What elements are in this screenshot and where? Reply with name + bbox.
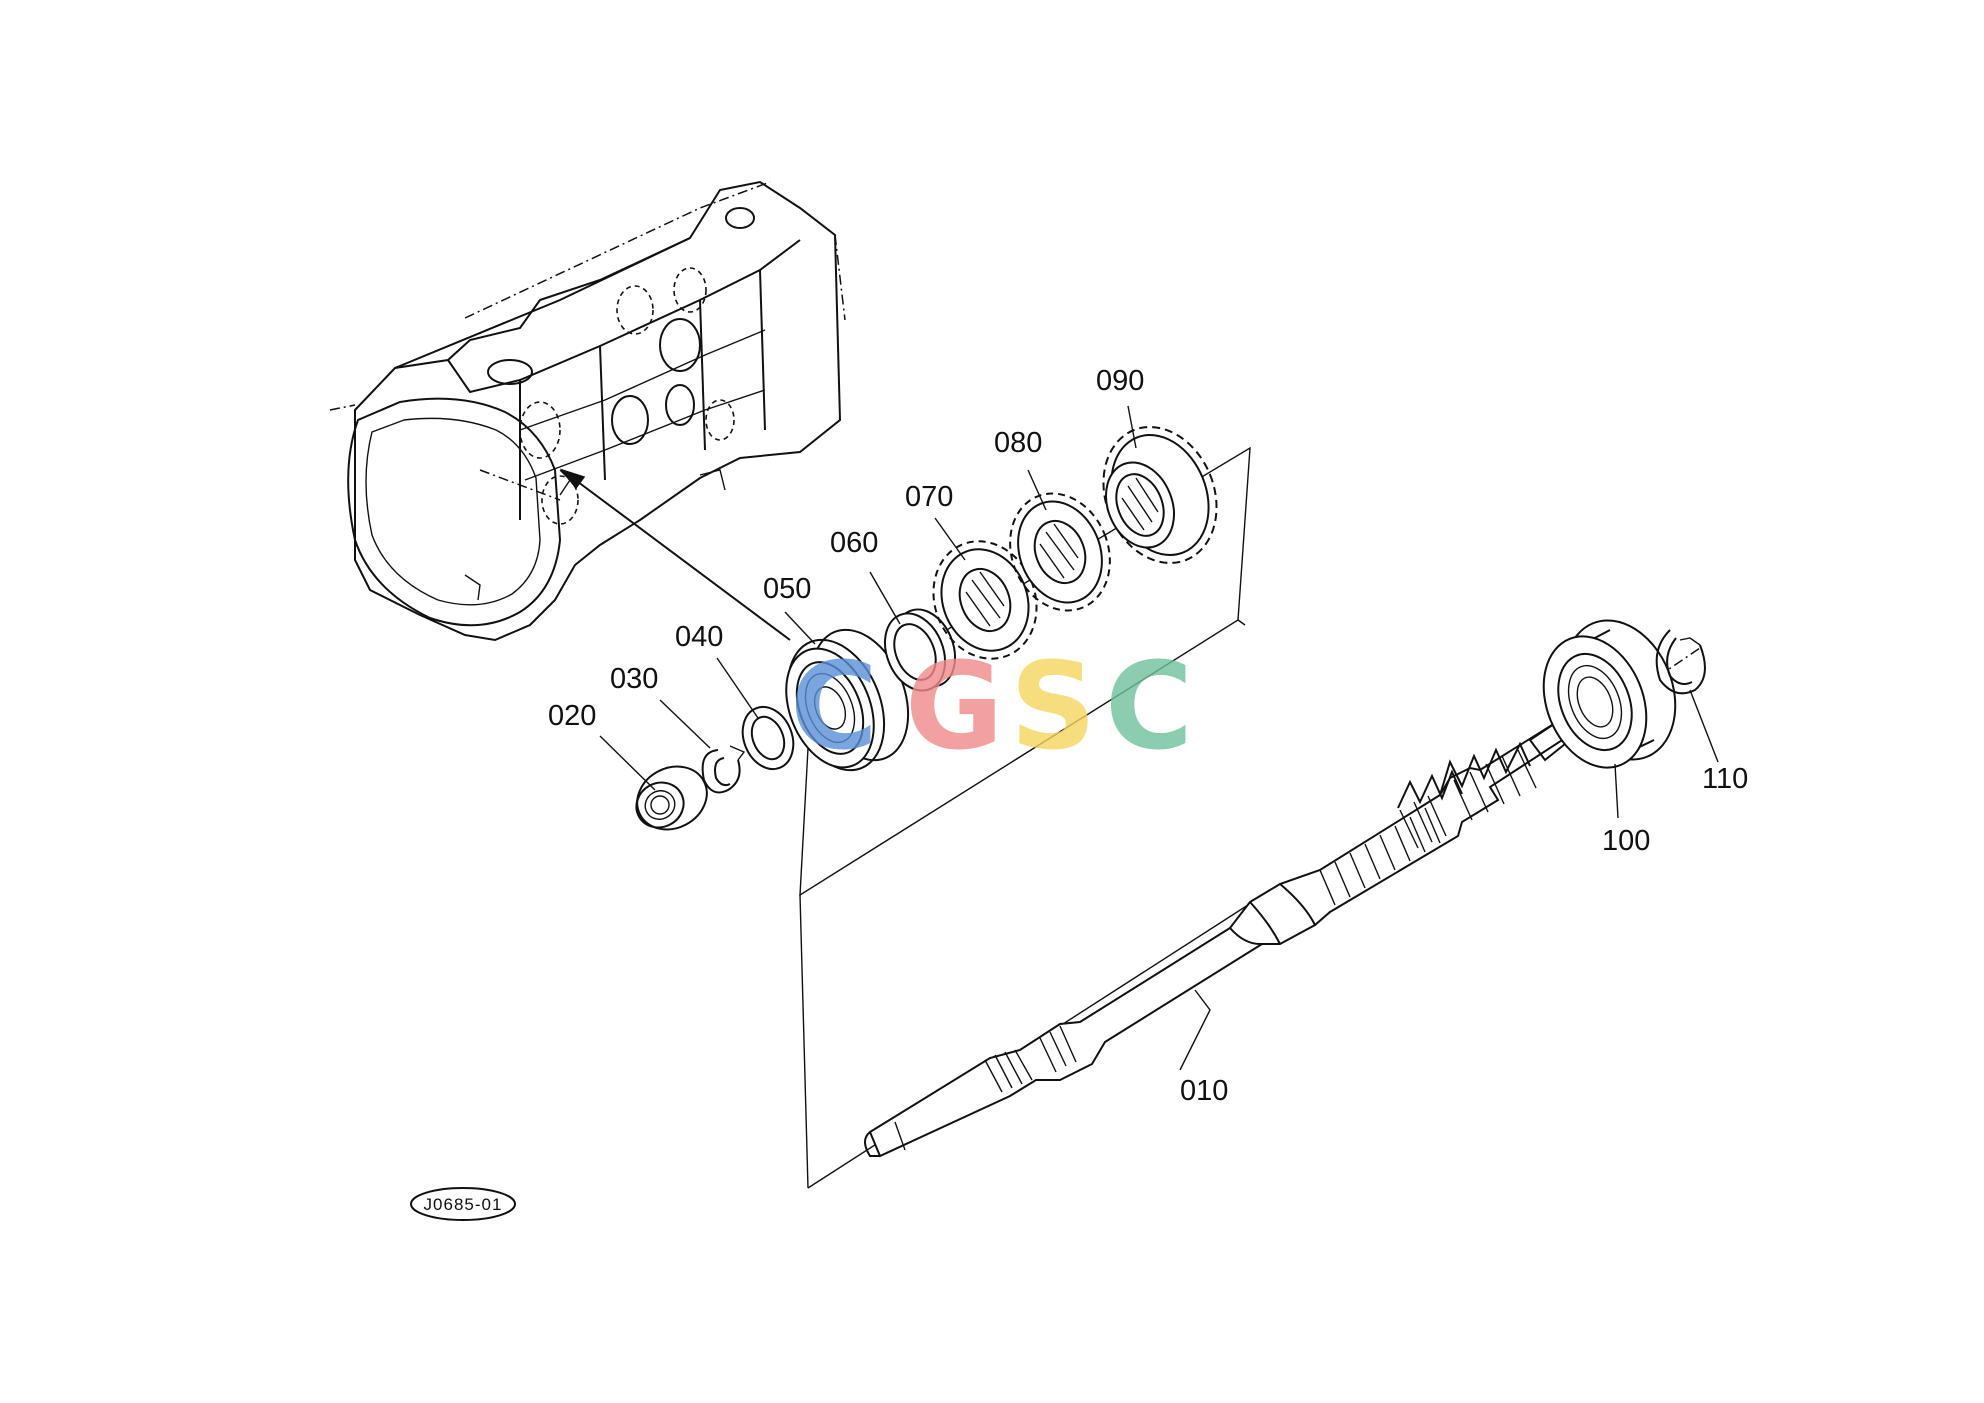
part-090-gear xyxy=(1102,426,1218,564)
part-labels: 020 030 040 050 060 070 080 090 010 100 … xyxy=(548,365,1748,1107)
watermark-letter-3: S xyxy=(1010,638,1096,777)
part-100-bearing xyxy=(1542,619,1677,769)
assembly-arrow xyxy=(559,468,791,641)
watermark-letter-2: G xyxy=(905,638,1004,777)
diagram-code-badge: J0685-01 xyxy=(410,1187,516,1221)
label-090: 090 xyxy=(1096,365,1144,397)
part-060-collar xyxy=(884,608,956,692)
watermark-letter-1: C xyxy=(790,638,878,777)
label-080: 080 xyxy=(994,427,1042,459)
part-040-washer xyxy=(741,705,795,771)
part-080-gear xyxy=(1009,492,1111,612)
label-110: 110 xyxy=(1702,763,1748,795)
part-030-snap-ring xyxy=(701,745,746,794)
label-040: 040 xyxy=(675,621,723,653)
label-010: 010 xyxy=(1180,1075,1228,1107)
part-020-bearing xyxy=(635,765,708,831)
part-110-snap-ring xyxy=(1655,629,1706,695)
label-050: 050 xyxy=(763,573,811,605)
label-020: 020 xyxy=(548,700,596,732)
watermark: C G S C xyxy=(790,638,1193,777)
label-030: 030 xyxy=(610,663,658,695)
diagram-code: J0685-01 xyxy=(424,1195,503,1214)
part-010-shaft xyxy=(864,647,1701,1158)
transmission-housing xyxy=(329,180,846,642)
leader-lines xyxy=(599,405,1719,1071)
watermark-letter-4: C xyxy=(1105,638,1193,777)
label-070: 070 xyxy=(905,481,953,513)
label-060: 060 xyxy=(830,527,878,559)
part-050-bearing xyxy=(785,628,910,772)
label-100: 100 xyxy=(1602,825,1650,857)
